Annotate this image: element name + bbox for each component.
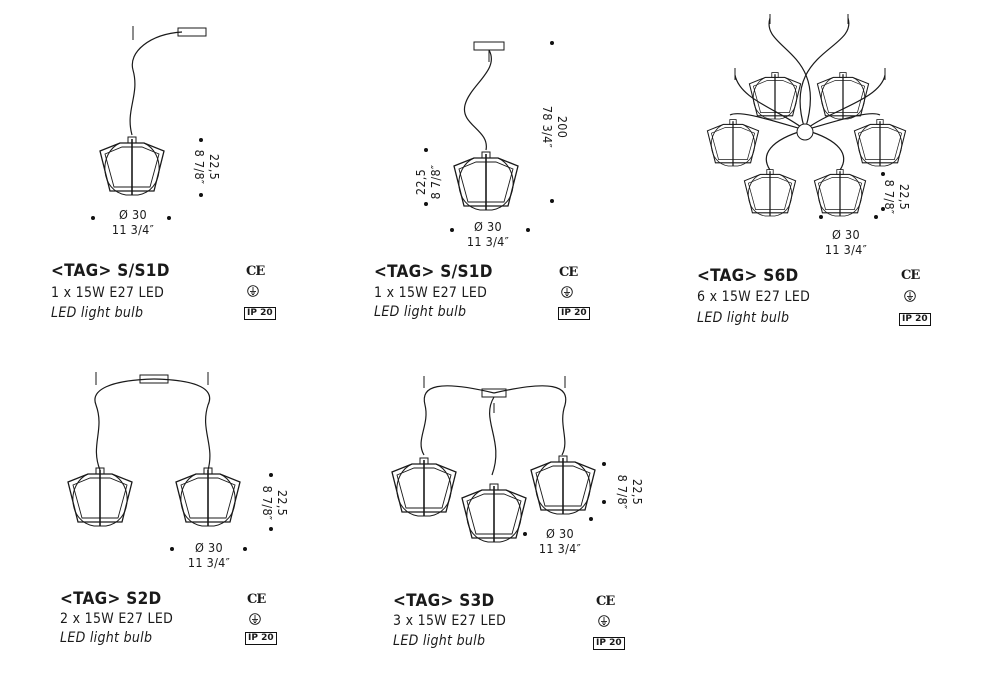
ip-rating-badge: IP 20	[558, 307, 590, 320]
ip-rating-badge: IP 20	[593, 637, 625, 650]
ce-mark-icon: CE	[559, 265, 578, 280]
ip-rating-badge: IP 20	[244, 307, 276, 320]
height-cm: 22,5	[630, 478, 645, 506]
ip-rating-badge: IP 20	[899, 313, 931, 326]
ground-symbol-icon	[598, 615, 610, 627]
product-title: <TAG> S6D	[697, 266, 799, 286]
product-title: <TAG> S/S1D	[374, 262, 493, 282]
ce-mark-icon: CE	[247, 592, 266, 607]
diameter-in: 11 3/4″	[538, 541, 582, 556]
diameter-in: 11 3/4″	[466, 234, 510, 249]
diameter-cm: Ø 30	[546, 526, 574, 541]
diameter-cm: Ø 30	[195, 540, 223, 555]
ground-symbol-icon	[561, 286, 573, 298]
product-spec: 3 x 15W E27 LED	[393, 613, 507, 629]
product-bulb: LED light bulb	[60, 630, 153, 646]
diameter-in: 11 3/4″	[824, 242, 868, 257]
ce-mark-icon: CE	[901, 268, 920, 283]
diameter-in: 11 3/4″	[111, 222, 155, 237]
product-spec: 1 x 15W E27 LED	[374, 285, 488, 301]
ground-symbol-icon	[247, 285, 259, 297]
diameter-cm: Ø 30	[832, 227, 860, 242]
product-spec: 2 x 15W E27 LED	[60, 611, 174, 627]
diameter-in: 11 3/4″	[187, 555, 231, 570]
product-bulb: LED light bulb	[697, 310, 790, 326]
ce-mark-icon: CE	[246, 264, 265, 279]
product-title: <TAG> S/S1D	[51, 261, 170, 281]
product-spec: 6 x 15W E27 LED	[697, 289, 811, 305]
product-bulb: LED light bulb	[51, 305, 144, 321]
diameter-cm: Ø 30	[474, 219, 502, 234]
product-bulb: LED light bulb	[374, 304, 467, 320]
product-title: <TAG> S2D	[60, 589, 162, 609]
ce-mark-icon: CE	[596, 594, 615, 609]
ground-symbol-icon	[249, 613, 261, 625]
diameter-cm: Ø 30	[119, 207, 147, 222]
ip-rating-badge: IP 20	[245, 632, 277, 645]
ground-symbol-icon	[904, 290, 916, 302]
product-bulb: LED light bulb	[393, 633, 486, 649]
height-in: 8 7/8″	[615, 474, 630, 510]
product-spec: 1 x 15W E27 LED	[51, 285, 165, 301]
product-title: <TAG> S3D	[393, 591, 495, 611]
